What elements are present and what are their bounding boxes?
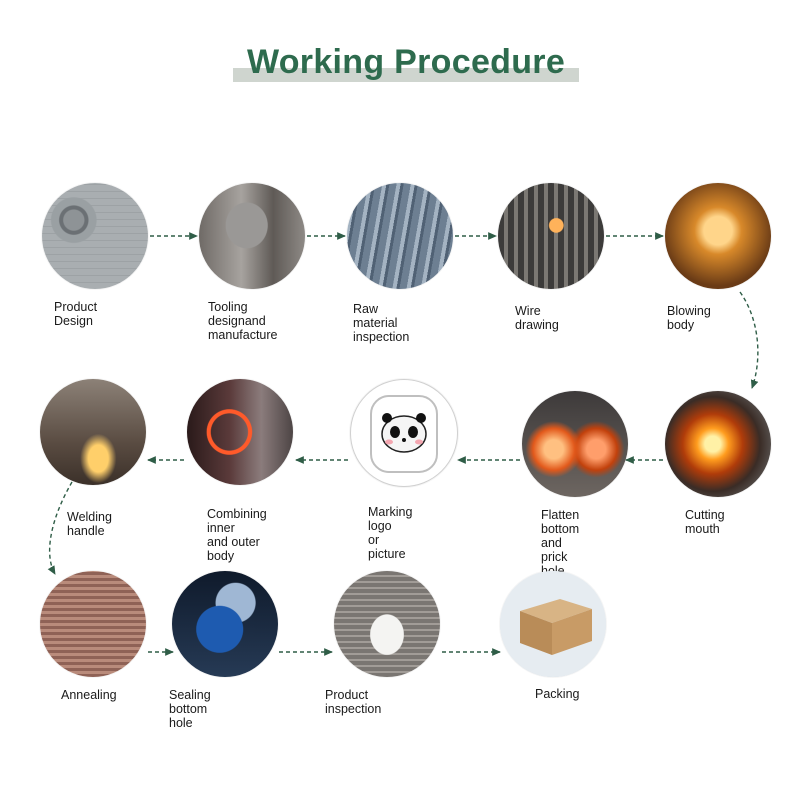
step-label: Product Design: [54, 300, 97, 328]
annealing-belt-photo: [40, 571, 146, 677]
step-label: Sealing bottom hole: [169, 688, 211, 730]
inspection-photo: [334, 571, 440, 677]
step-label: Welding handle: [67, 510, 112, 538]
gloved-hand-photo: [172, 571, 278, 677]
heating-ring-photo: [187, 379, 293, 485]
flame-cutting-photo: [665, 391, 771, 497]
machine-photo: [498, 183, 604, 289]
mold-photo: [199, 183, 305, 289]
step-label: Marking logo or picture: [368, 505, 412, 561]
glass-tubes-photo: [347, 183, 453, 289]
step-label: Blowing body: [667, 304, 711, 332]
cad-drawing-photo: [42, 183, 148, 289]
carton-box-photo: [500, 571, 606, 677]
step-label: Packing: [535, 687, 579, 701]
panda-cup-photo: [350, 379, 458, 487]
step-label: Tooling designand manufacture: [208, 300, 277, 342]
step-label: Combining inner and outer body: [207, 507, 267, 563]
step-label: Wire drawing: [515, 304, 559, 332]
glass-cup-photo: [665, 183, 771, 289]
step-label: Cutting mouth: [685, 508, 725, 536]
flow-arrow-5: [740, 292, 758, 388]
welding-photo: [40, 379, 146, 485]
step-label: Product inspection: [325, 688, 381, 716]
step-label: Flatten bottom and prick hole: [541, 508, 579, 578]
step-label: Annealing: [61, 688, 117, 702]
torch-photo: [522, 391, 628, 497]
step-label: Raw material inspection: [353, 302, 409, 344]
